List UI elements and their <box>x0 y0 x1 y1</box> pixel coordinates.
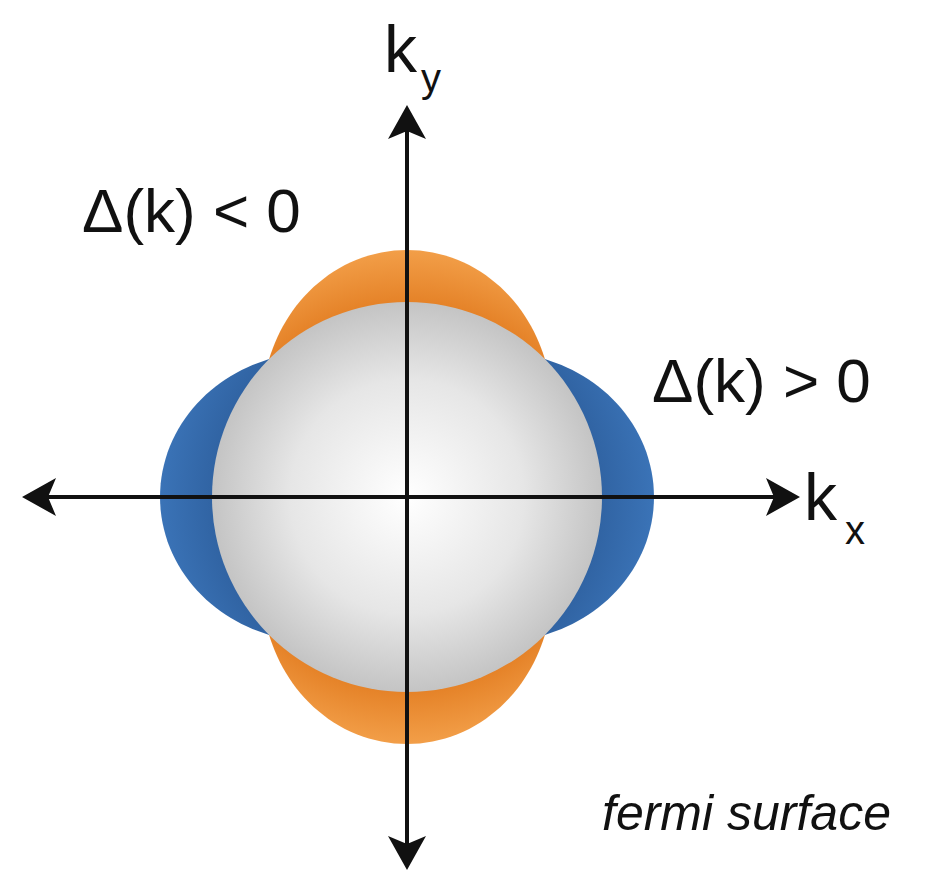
gap-sign-label: Δ(k) < 0 <box>82 180 301 242</box>
arrow-head <box>766 478 800 516</box>
gap-sign-label: Δ(k) > 0 <box>652 350 871 412</box>
ky-axis <box>405 125 409 850</box>
arrow-head <box>388 836 426 870</box>
axis-label: k <box>384 16 417 82</box>
caption-label: fermi surface <box>602 788 891 838</box>
kx-axis <box>40 495 780 499</box>
axis-subscript: y <box>421 58 441 98</box>
arrow-head <box>388 105 426 139</box>
arrow-head <box>22 478 56 516</box>
axis-label: k <box>804 464 837 530</box>
axis-subscript: x <box>845 510 865 550</box>
